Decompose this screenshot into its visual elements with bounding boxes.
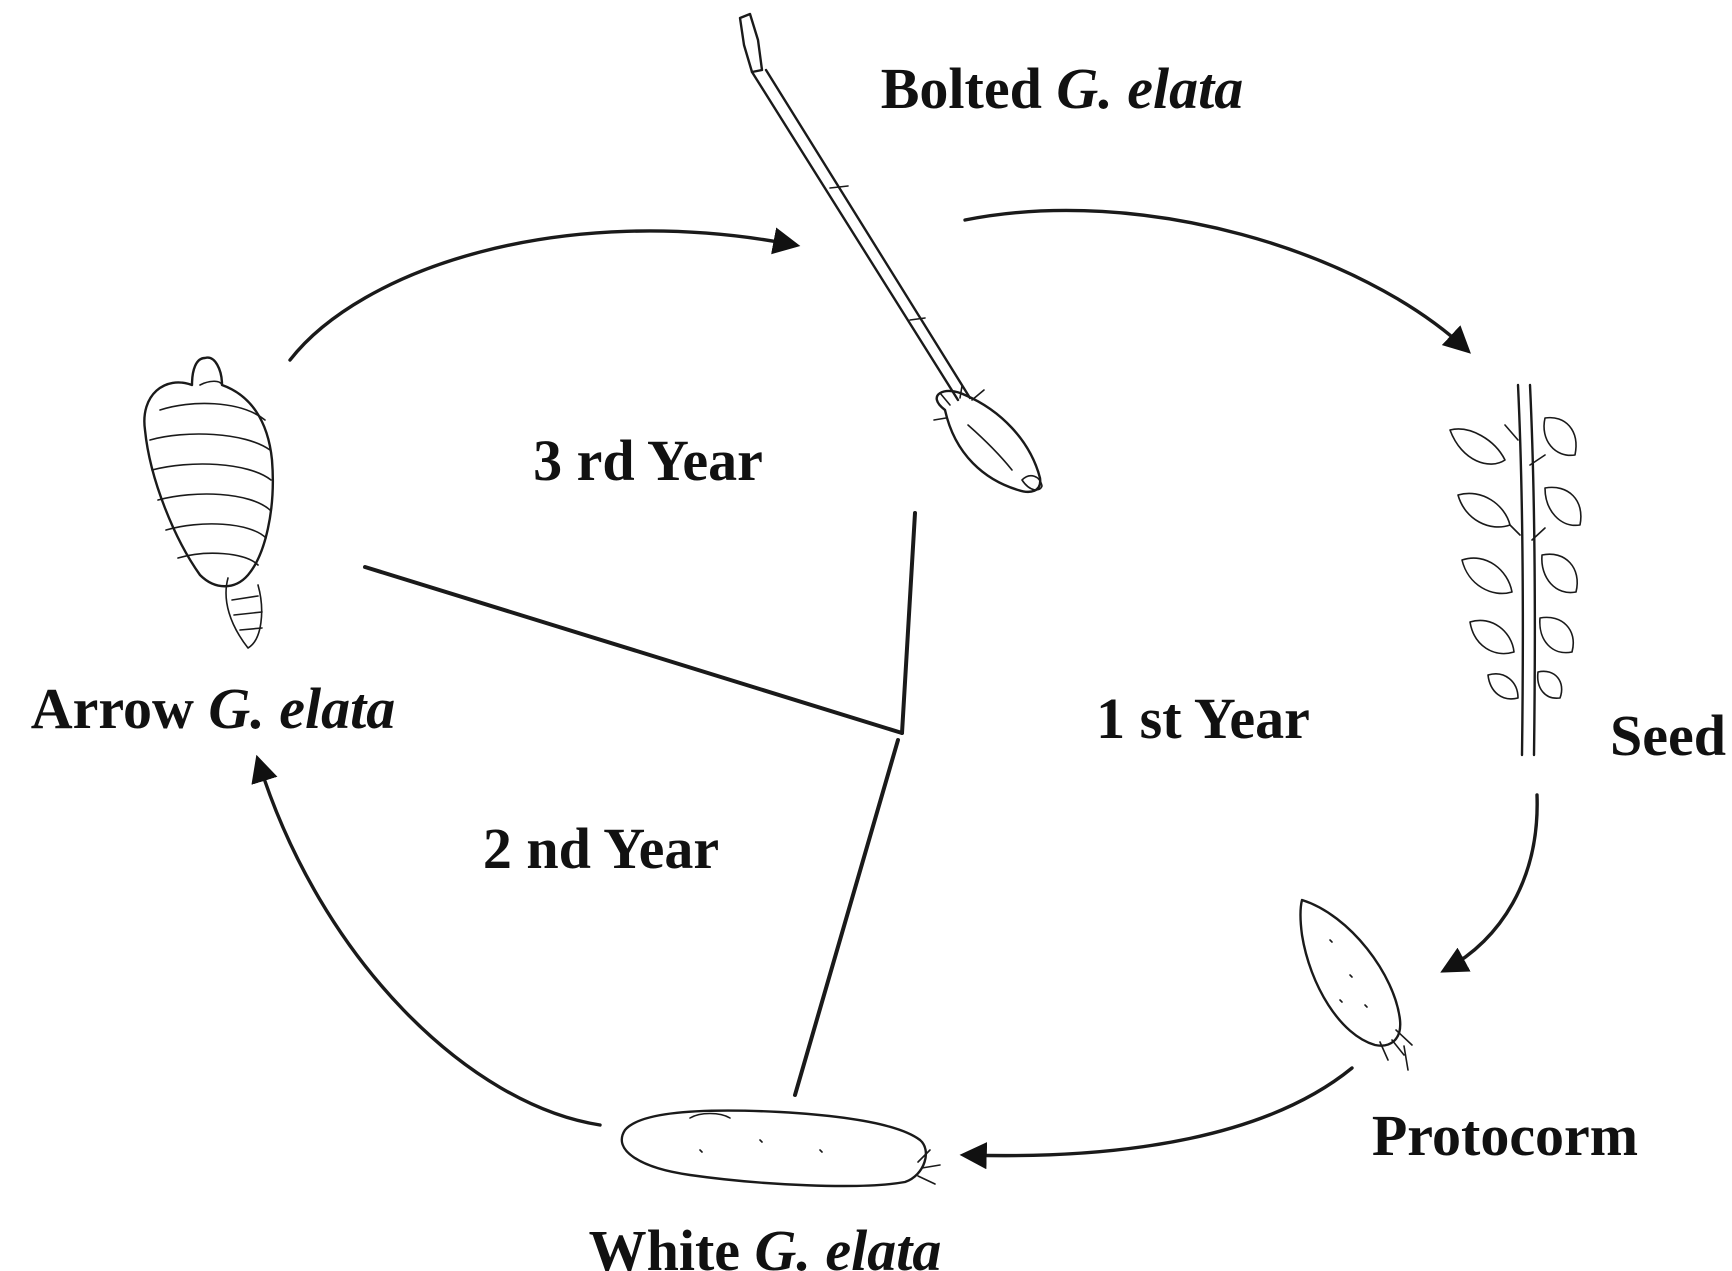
arrow-to-protocorm (1440, 793, 1539, 973)
arrow-to-seed (963, 208, 1471, 354)
arrow-to-bolted (288, 227, 801, 362)
year-label-third: 3 rd Year (533, 428, 763, 493)
cycle-arrows (251, 208, 1539, 1170)
year-dividers (363, 511, 917, 1097)
divider-lower (793, 738, 900, 1097)
label-arrow: Arrow G. elata (31, 676, 396, 741)
white-tuber-icon (620, 1109, 941, 1188)
flower-spike-icon (1449, 383, 1582, 757)
label-protocorm: Protocorm (1372, 1103, 1638, 1168)
label-white: White G. elata (589, 1218, 942, 1271)
year-label-second: 2 nd Year (483, 816, 719, 881)
year-label-first: 1 st Year (1096, 686, 1310, 751)
bolted-stem-tuber-icon (738, 12, 1043, 493)
label-seed: Seed (1610, 703, 1726, 768)
protocorm-icon (1299, 898, 1413, 1071)
arrow-tuber-icon (143, 356, 274, 649)
divider-upper (900, 511, 917, 735)
arrow-to-white (959, 1066, 1354, 1170)
arrow-to-arrow-tuber (251, 754, 602, 1127)
label-bolted: Bolted G. elata (881, 56, 1243, 121)
divider-left (363, 565, 904, 735)
